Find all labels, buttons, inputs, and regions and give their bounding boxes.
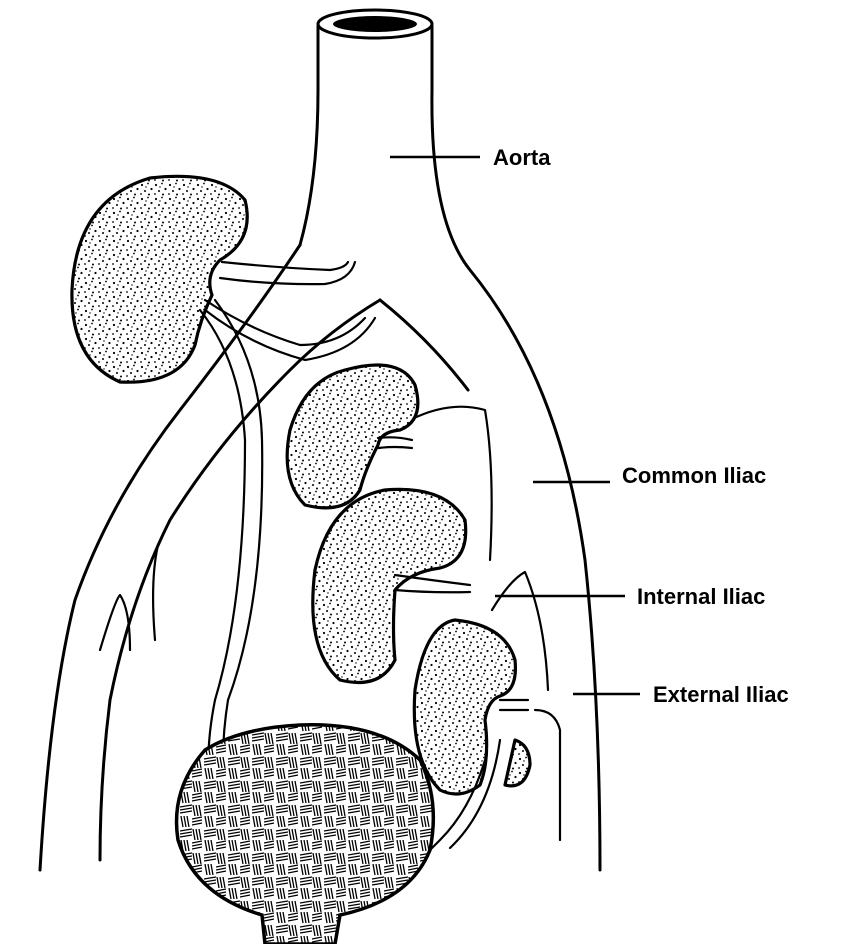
common-iliac-label: Common Iliac — [622, 463, 766, 488]
aorta-label: Aorta — [493, 145, 551, 170]
bladder — [177, 725, 434, 944]
internal-iliac-label: Internal Iliac — [637, 584, 765, 609]
external-iliac-label: External Iliac — [653, 682, 789, 707]
kidney-stage-2 — [287, 365, 418, 508]
